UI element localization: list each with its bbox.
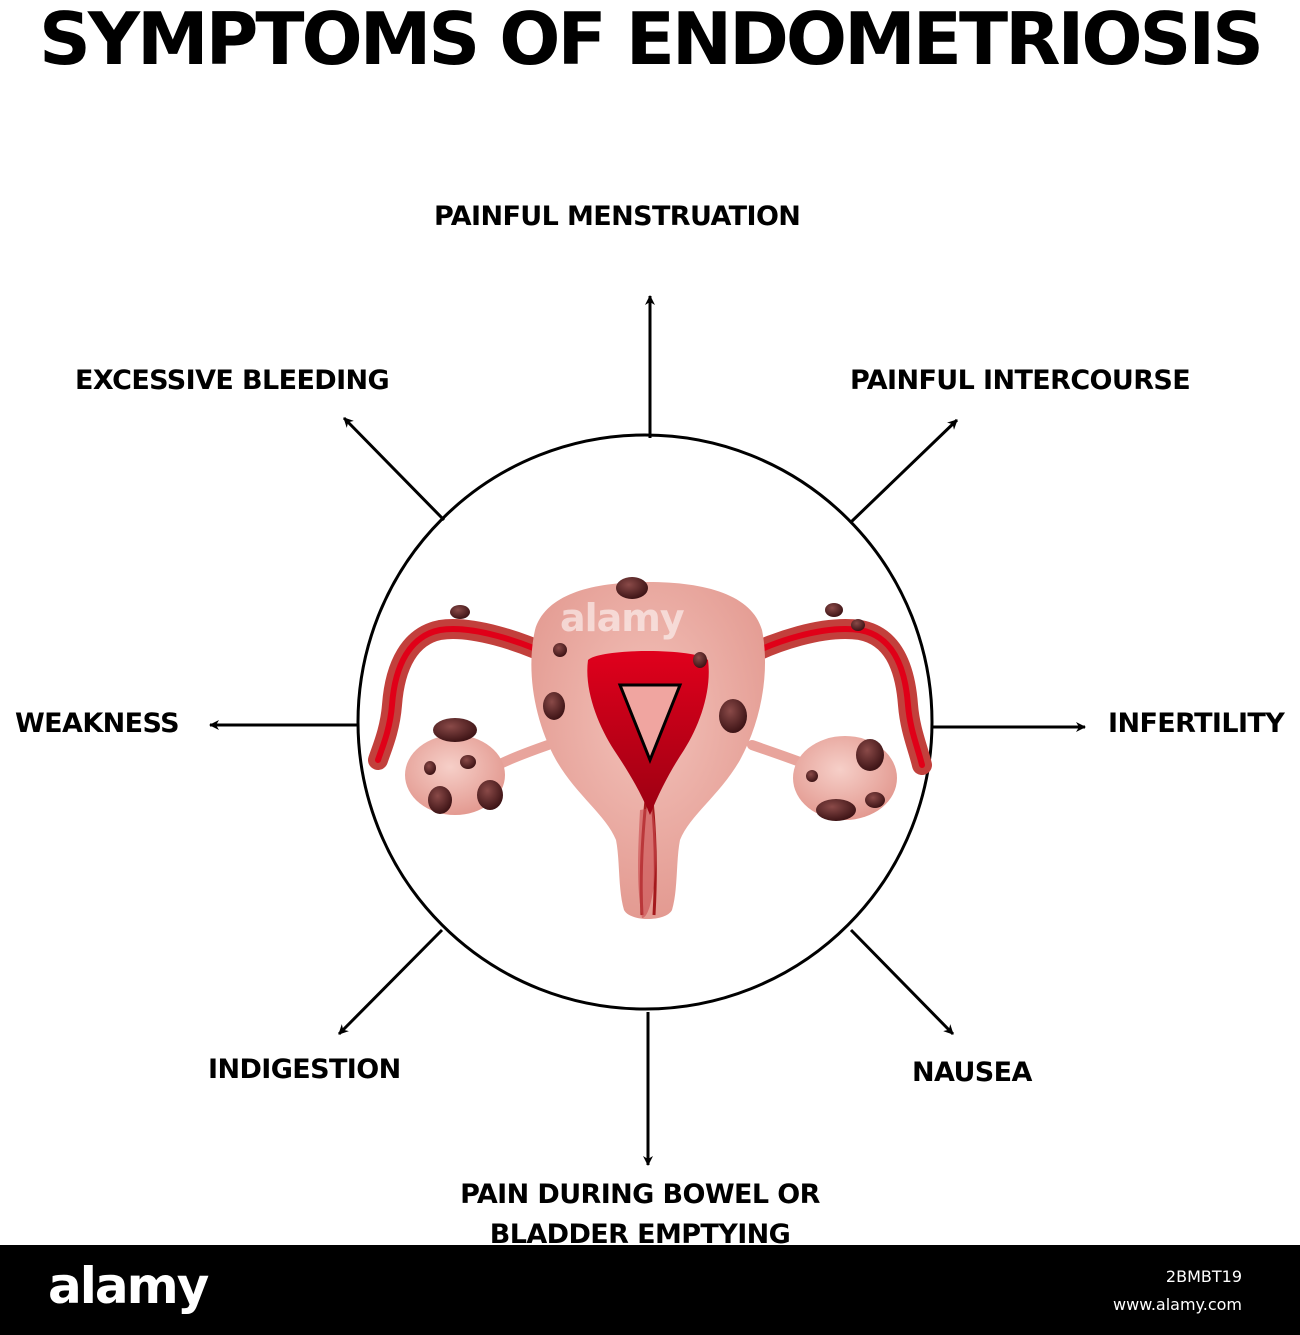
symptom-weakness: WEAKNESS bbox=[15, 708, 180, 739]
symptom-infertility: INFERTILITY bbox=[1108, 708, 1285, 739]
symptom-painful-menstruation: PAINFUL MENSTRUATION bbox=[434, 201, 801, 232]
watermark: alamy bbox=[560, 596, 685, 640]
uterus-illustration bbox=[368, 577, 932, 919]
arrow-bottom-left bbox=[337, 928, 444, 1036]
symptom-bottom-line1: PAIN DURING BOWEL OR bbox=[460, 1179, 820, 1210]
arrow-top-left bbox=[342, 416, 446, 522]
symptom-excessive-bleeding: EXCESSIVE BLEEDING bbox=[75, 365, 390, 396]
symptom-indigestion: INDIGESTION bbox=[208, 1054, 401, 1085]
page-title: SYMPTOMS OF ENDOMETRIOSIS bbox=[38, 0, 1264, 81]
symptom-nausea: NAUSEA bbox=[912, 1057, 1032, 1088]
footer-image-id: 2BMBT19 bbox=[1165, 1267, 1242, 1286]
arrow-top-right bbox=[848, 418, 959, 525]
arrows bbox=[209, 295, 1086, 1166]
symptom-bottom-line2: BLADDER EMPTYING bbox=[489, 1219, 791, 1250]
arrow-bottom-right bbox=[849, 928, 955, 1036]
endometrial-lesions bbox=[424, 577, 885, 821]
footer-bar: alamy 2BMBT19 www.alamy.com bbox=[0, 1245, 1300, 1335]
footer-url: www.alamy.com bbox=[1113, 1295, 1242, 1314]
symptom-pain-bowel-bladder: PAIN DURING BOWEL OR BLADDER EMPTYING bbox=[440, 1175, 840, 1255]
symptom-painful-intercourse: PAINFUL INTERCOURSE bbox=[850, 365, 1191, 396]
footer-logo: alamy bbox=[48, 1257, 209, 1315]
